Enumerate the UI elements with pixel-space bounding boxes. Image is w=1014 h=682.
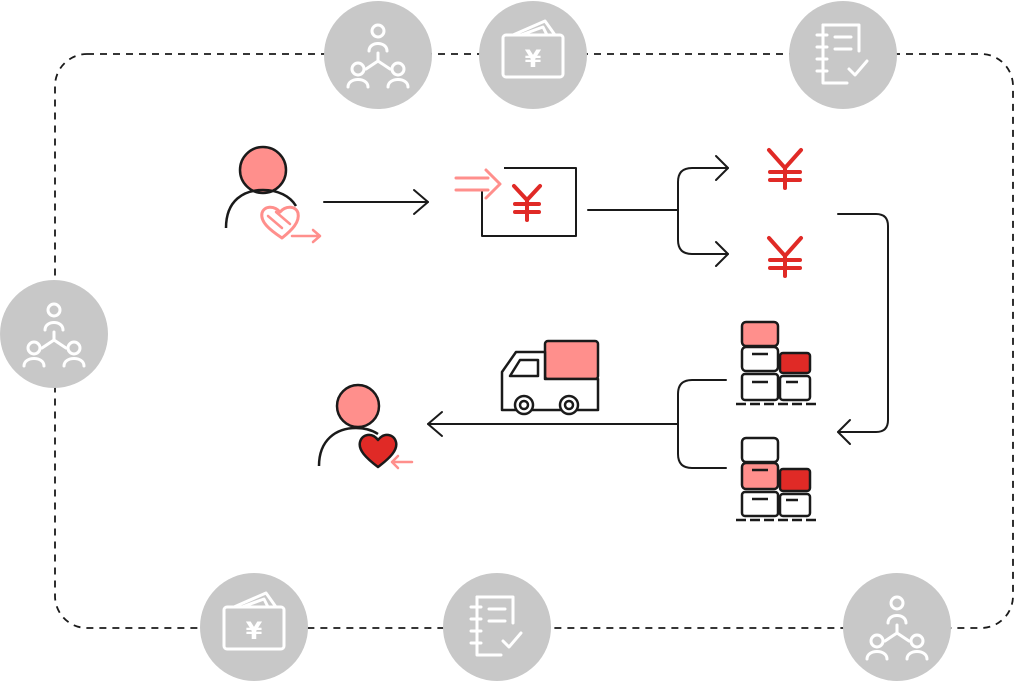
delivery-truck-icon: [500, 339, 600, 416]
flow-arrow: [323, 189, 429, 215]
merge-arrows: [427, 379, 727, 469]
goods-stack-icon: [736, 320, 818, 406]
flow-arrow: [837, 213, 889, 445]
yen-icon: [767, 148, 803, 190]
people-network-icon: [324, 1, 432, 109]
dashed-boundary: [54, 53, 1014, 629]
recipient-person-icon: [317, 383, 414, 470]
goods-stack-icon: [736, 436, 818, 522]
wallet-yen-icon: ¥: [200, 573, 308, 681]
svg-text:¥: ¥: [525, 45, 542, 73]
svg-text:¥: ¥: [246, 617, 263, 645]
split-arrows: [587, 155, 729, 267]
wallet-yen-icon: ¥: [479, 1, 587, 109]
checklist-icon: [789, 1, 897, 109]
donor-person-icon: [224, 145, 322, 244]
donation-box-yen-icon: [454, 167, 577, 237]
checklist-icon: [443, 573, 551, 681]
people-network-icon: [843, 573, 951, 681]
yen-icon: [767, 236, 803, 278]
people-network-icon: [0, 280, 108, 388]
